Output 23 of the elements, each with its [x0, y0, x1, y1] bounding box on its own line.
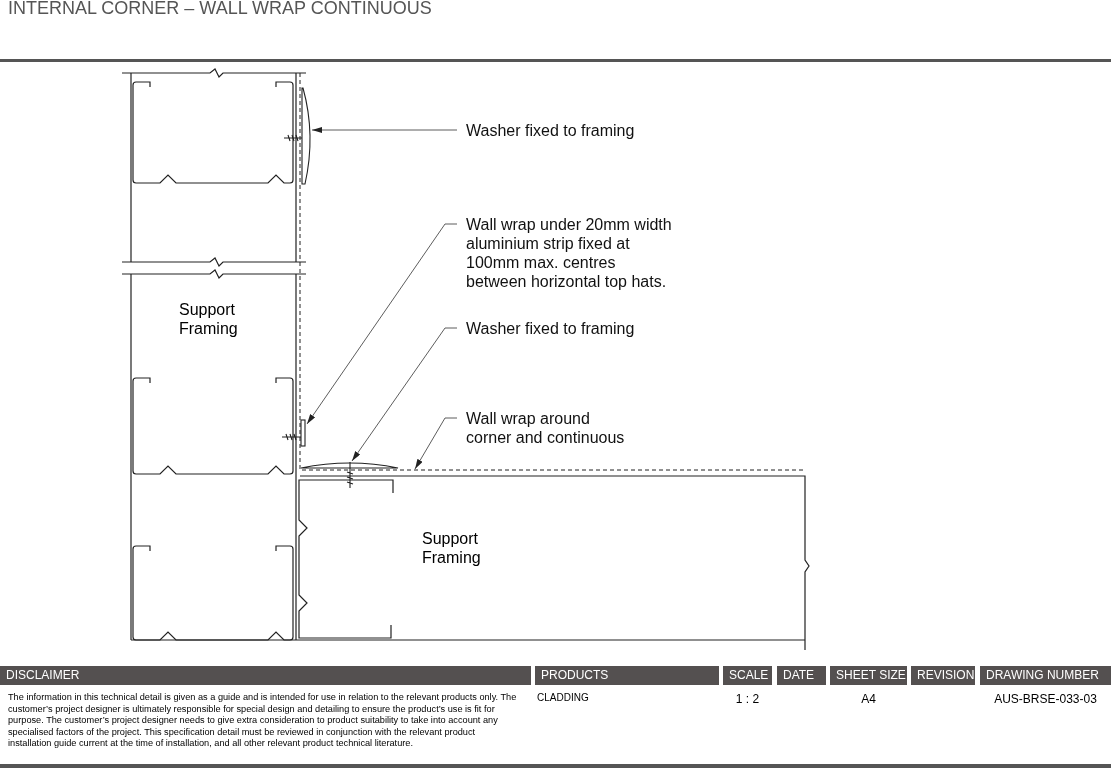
part-label: Support Framing	[179, 300, 239, 338]
washer-drawing	[283, 87, 311, 185]
callout-text: Wall wrap around corner and continuous	[466, 409, 636, 447]
column-heading: REVISION	[911, 666, 975, 685]
part-label: Support Framing	[422, 529, 482, 567]
column-heading: PRODUCTS	[535, 666, 719, 685]
wall-wrap-line	[399, 469, 806, 471]
column-heading: DISCLAIMER	[0, 666, 531, 685]
product-name: CLADDING	[537, 692, 590, 703]
disclaimer-text: The information in this technical detail is given as a guide and is intended for use in relation to the relevant products only. The customer’s project designer is ultimately responsible for special design and detailing to ensure the product’s use is fit for purpose. The customer’s project designer needs to give extra consideration to product suitability to take into account any specialised factors of the project. This specification detail must be reviewed in conjunction with the relevant product installation guide current at the time of installation, and all other relevant product technical literature.	[8, 692, 518, 750]
column-heading: DRAWING NUMBER	[980, 666, 1111, 685]
column-heading: DATE	[777, 666, 826, 685]
column-heading: SCALE	[723, 666, 772, 685]
scale-value: 1 : 2	[734, 692, 761, 706]
callout-text: Wall wrap under 20mm width aluminium strip fixed at 100mm max. centres between horizontal top hats.	[466, 215, 678, 291]
drawing-number: AUS-BRSE-033-03	[993, 692, 1098, 706]
strip-drawing	[281, 419, 306, 447]
drawing-title: INTERNAL CORNER – WALL WRAP CONTINUOUS	[8, 0, 432, 19]
column-heading: SHEET SIZE	[830, 666, 907, 685]
washer-drawing	[300, 461, 399, 489]
callout-text: Washer fixed to framing	[466, 121, 691, 140]
sheet-size-value: A4	[860, 692, 877, 706]
callout-text: Washer fixed to framing	[466, 319, 691, 338]
